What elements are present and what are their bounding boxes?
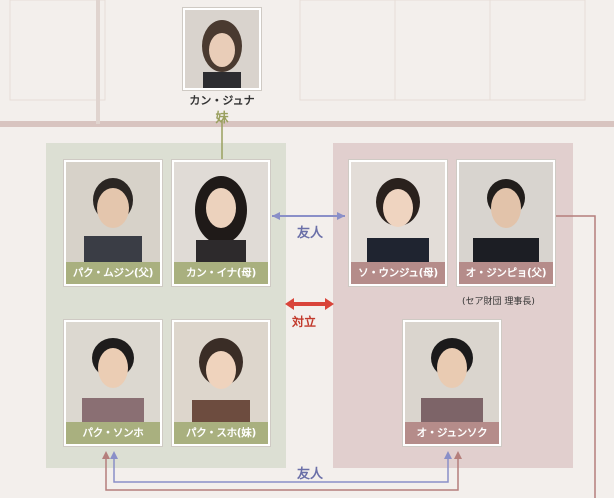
park-mujin-card: パク・ムジン(父) bbox=[64, 160, 162, 286]
o-jinpyo-card: オ・ジンピョ(父) bbox=[457, 160, 555, 286]
so-unju-card: ソ・ウンジュ(母) bbox=[349, 160, 447, 286]
kang-junna-name: カン・ジュナ bbox=[189, 94, 255, 107]
portrait-icon bbox=[174, 162, 268, 262]
portrait-icon bbox=[66, 162, 160, 262]
friend-arrowhead-left bbox=[272, 212, 280, 220]
portrait-icon bbox=[351, 162, 445, 262]
o-junsok-card: オ・ジュンソク bbox=[403, 320, 501, 446]
portrait-icon bbox=[459, 162, 553, 262]
park-mujin-label: パク・ムジン(父) bbox=[66, 262, 160, 284]
portrait-icon bbox=[66, 322, 160, 422]
kang-junna-photo bbox=[185, 10, 259, 88]
kang-junna-card bbox=[183, 8, 261, 90]
friend-line-sons bbox=[113, 455, 449, 483]
o-junsok-photo bbox=[405, 322, 499, 422]
kang-ina-card: カン・イナ(母) bbox=[172, 160, 270, 286]
o-jinpyo-photo bbox=[459, 162, 553, 262]
park-suho-photo bbox=[174, 322, 268, 422]
park-sonho-card: パク・ソンホ bbox=[64, 320, 162, 446]
park-sonho-photo bbox=[66, 322, 160, 422]
so-unju-photo bbox=[351, 162, 445, 262]
so-unju-label: ソ・ウンジュ(母) bbox=[351, 262, 445, 284]
conflict-label: 対立 bbox=[292, 315, 317, 329]
o-jinpyo-label: オ・ジンピョ(父) bbox=[459, 262, 553, 284]
portrait-icon bbox=[185, 10, 259, 88]
portrait-icon bbox=[405, 322, 499, 422]
family-line-park bbox=[105, 455, 459, 491]
kang-ina-photo bbox=[174, 162, 268, 262]
o-jinpyo-note: (セア財団 理事長) bbox=[462, 297, 535, 307]
park-sonho-label: パク・ソンホ bbox=[66, 422, 160, 444]
friend-label-mothers: 友人 bbox=[297, 226, 324, 241]
park-suho-label: パク・スホ(妹) bbox=[174, 422, 268, 444]
kang-ina-label: カン・イナ(母) bbox=[174, 262, 268, 284]
park-mujin-photo bbox=[66, 162, 160, 262]
portrait-icon bbox=[174, 322, 268, 422]
o-junsok-label: オ・ジュンソク bbox=[405, 422, 499, 444]
conflict-arrowhead-left bbox=[285, 298, 294, 310]
sister-relation-label: 妹 bbox=[215, 111, 229, 126]
friend-arrowhead-right bbox=[337, 212, 345, 220]
friend-label-sons: 友人 bbox=[297, 467, 324, 482]
conflict-arrowhead-right bbox=[325, 298, 334, 310]
park-suho-card: パク・スホ(妹) bbox=[172, 320, 270, 446]
family-line-oh bbox=[555, 215, 596, 498]
